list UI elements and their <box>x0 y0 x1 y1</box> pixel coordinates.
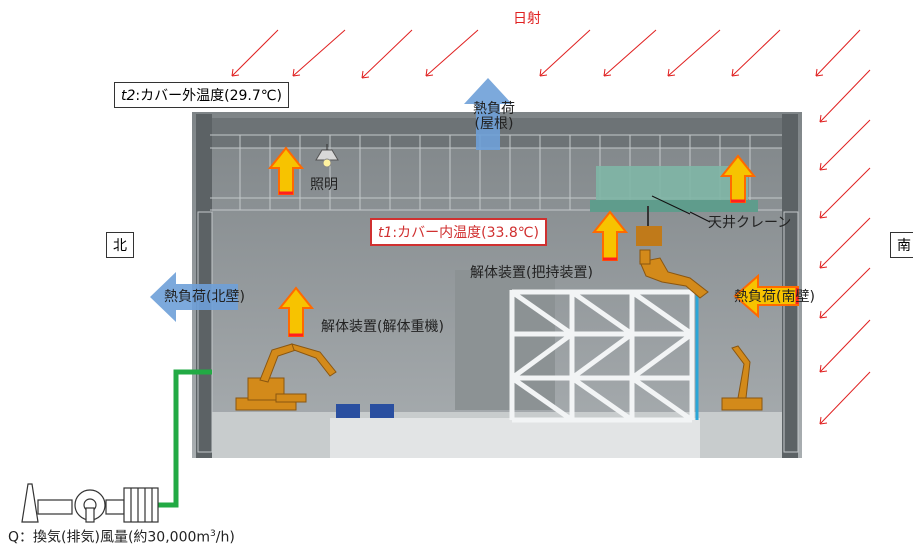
ventilation-caption-suffix: /h) <box>215 529 235 546</box>
south-wall-heat-label: 熱負荷(南壁) <box>734 289 815 305</box>
crane-label: 天井クレーン <box>708 215 792 231</box>
ventilation-caption-sup: 3 <box>210 529 216 539</box>
heavy-machine-right <box>721 345 763 411</box>
south-label: 南 <box>890 232 913 258</box>
lighting-label: 照明 <box>310 177 338 193</box>
heat-loss-arrow-roof <box>464 78 512 150</box>
t1-inside-temperature-box: t1:カバー内温度(33.8℃) <box>370 218 547 246</box>
lamp-icon <box>315 144 339 168</box>
heat-arrow-up-holder <box>591 210 629 261</box>
holder-robot <box>639 249 709 299</box>
roof-heat-label-line2: (屋根) <box>474 116 514 133</box>
t2-text: :カバー外温度(29.7℃) <box>135 88 282 104</box>
roof-heat-label-line1: 熱負荷 <box>473 101 515 117</box>
heat-loss-arrow-north <box>150 272 238 322</box>
ventilation-caption-main: Q：換気(排気)風量(約30,000m <box>8 529 211 546</box>
heat-arrow-up-crane <box>719 154 757 203</box>
t1-text: :カバー内温度(33.8℃) <box>392 225 539 241</box>
north-wall-heat-label: 熱負荷(北壁) <box>164 289 245 305</box>
support-frame <box>509 289 695 423</box>
heat-arrow-up-lighting <box>267 146 305 195</box>
north-label: 北 <box>106 232 134 258</box>
exhaust-fan-icon <box>21 483 159 523</box>
roof-heat-label: 熱負荷 (屋根) <box>473 101 515 133</box>
heat-arrow-up-heavy <box>277 286 315 337</box>
heat-arrow-left-south <box>733 273 799 319</box>
ceiling-crane <box>590 166 758 246</box>
t2-outside-temperature-box: t2:カバー外温度(29.7℃) <box>114 82 289 108</box>
t2-variable: t2 <box>121 88 136 104</box>
solar-rays <box>231 29 871 425</box>
crane-leader-line <box>689 211 711 223</box>
ventilation-duct <box>156 369 212 508</box>
solar-radiation-label: 日射 <box>513 11 541 27</box>
t1-variable: t1 <box>378 225 393 241</box>
heavy-machine-left <box>235 343 337 411</box>
blue-containers <box>336 404 394 418</box>
dismantle-heavy-label: 解体装置(解体重機) <box>321 319 444 335</box>
dismantle-holder-label: 解体装置(把持装置) <box>470 265 593 281</box>
ventilation-caption: Q：換気(排気)風量(約30,000m3/h) <box>8 529 235 546</box>
